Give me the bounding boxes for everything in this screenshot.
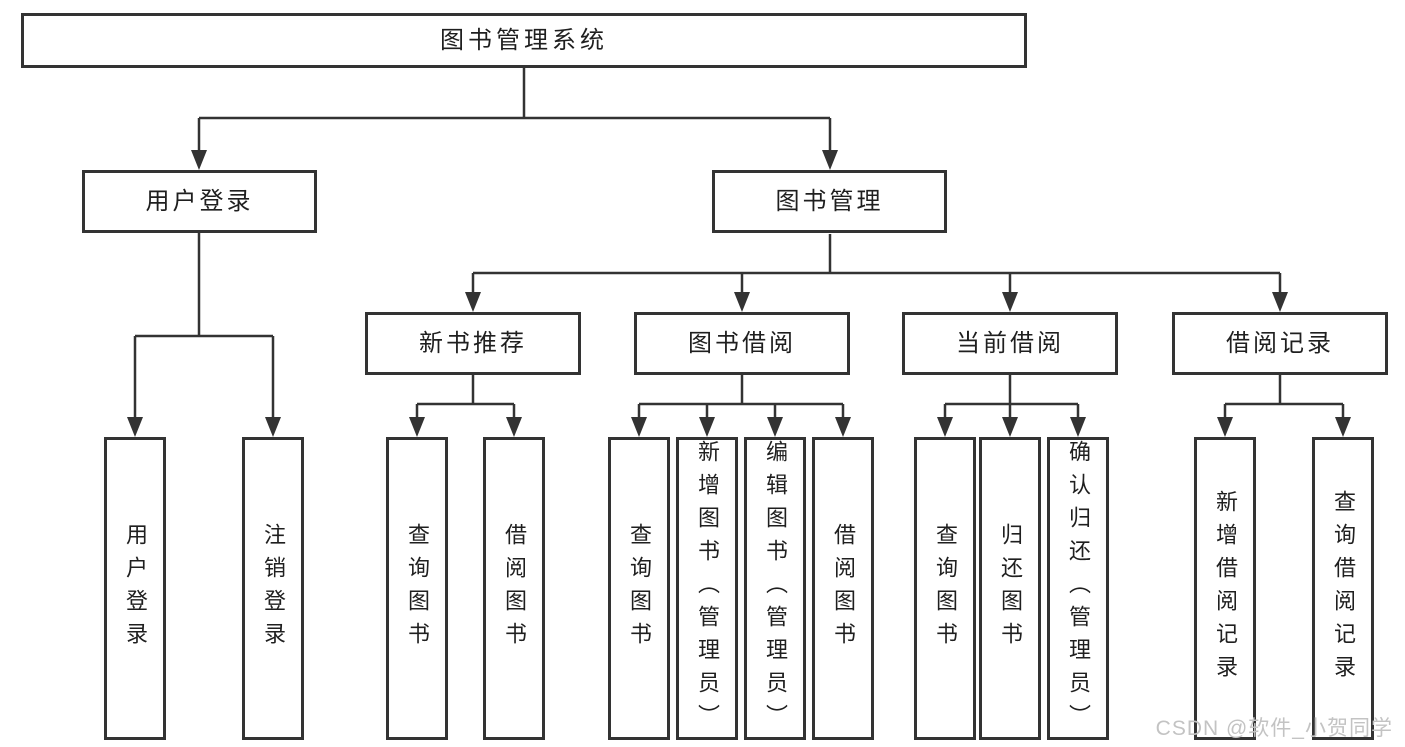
leaf-user-login-label: 用户登录 [123, 522, 148, 655]
node-book-management: 图书管理 [712, 170, 947, 233]
connector-paths [133, 68, 1345, 421]
leaf-return-book-label: 归还图书 [998, 522, 1023, 655]
arrowhead-icons [127, 150, 1351, 437]
leaf-add-book-admin-label: 新增图书（管理员） [695, 440, 720, 737]
leaf-query-book-current-label: 查询图书 [933, 522, 958, 655]
node-borrowing-records-label: 借阅记录 [1226, 329, 1334, 357]
leaf-borrow-book-recommend: 借阅图书 [483, 437, 545, 740]
node-book-management-label: 图书管理 [775, 187, 884, 215]
node-book-borrowing-label: 图书借阅 [688, 329, 796, 357]
leaf-add-book-admin: 新增图书（管理员） [676, 437, 738, 740]
leaf-query-book-recommend-label: 查询图书 [405, 522, 430, 655]
leaf-add-borrow-record: 新增借阅记录 [1194, 437, 1256, 740]
leaf-logout-login: 注销登录 [242, 437, 304, 740]
leaf-user-login: 用户登录 [104, 437, 166, 740]
leaf-query-borrow-record-label: 查询借阅记录 [1331, 489, 1356, 688]
leaf-query-borrow-record: 查询借阅记录 [1312, 437, 1374, 740]
leaf-query-book-borrowing: 查询图书 [608, 437, 670, 740]
leaf-borrow-book-borrowing: 借阅图书 [812, 437, 874, 740]
leaf-logout-login-label: 注销登录 [261, 522, 286, 655]
leaf-borrow-book-recommend-label: 借阅图书 [502, 522, 527, 655]
node-user-login-label: 用户登录 [145, 187, 254, 215]
leaf-query-book-borrowing-label: 查询图书 [627, 522, 652, 655]
leaf-confirm-return-admin: 确认归还（管理员） [1047, 437, 1109, 740]
leaf-edit-book-admin-label: 编辑图书（管理员） [763, 440, 788, 737]
node-new-book-recommend: 新书推荐 [365, 312, 581, 375]
node-book-borrowing: 图书借阅 [634, 312, 850, 375]
node-borrowing-records: 借阅记录 [1172, 312, 1388, 375]
node-root-label: 图书管理系统 [440, 26, 608, 54]
leaf-query-book-recommend: 查询图书 [386, 437, 448, 740]
watermark-text: CSDN @软件_小贺同学 [1155, 717, 1393, 740]
leaf-confirm-return-admin-label: 确认归还（管理员） [1066, 440, 1091, 737]
node-user-login: 用户登录 [82, 170, 317, 233]
leaf-return-book: 归还图书 [979, 437, 1041, 740]
node-root: 图书管理系统 [21, 13, 1027, 68]
leaf-edit-book-admin: 编辑图书（管理员） [744, 437, 806, 740]
leaf-borrow-book-borrowing-label: 借阅图书 [831, 522, 856, 655]
node-current-borrowing: 当前借阅 [902, 312, 1118, 375]
leaf-query-book-current: 查询图书 [914, 437, 976, 740]
leaf-add-borrow-record-label: 新增借阅记录 [1213, 489, 1238, 688]
node-current-borrowing-label: 当前借阅 [956, 329, 1064, 357]
node-new-book-recommend-label: 新书推荐 [419, 329, 527, 357]
